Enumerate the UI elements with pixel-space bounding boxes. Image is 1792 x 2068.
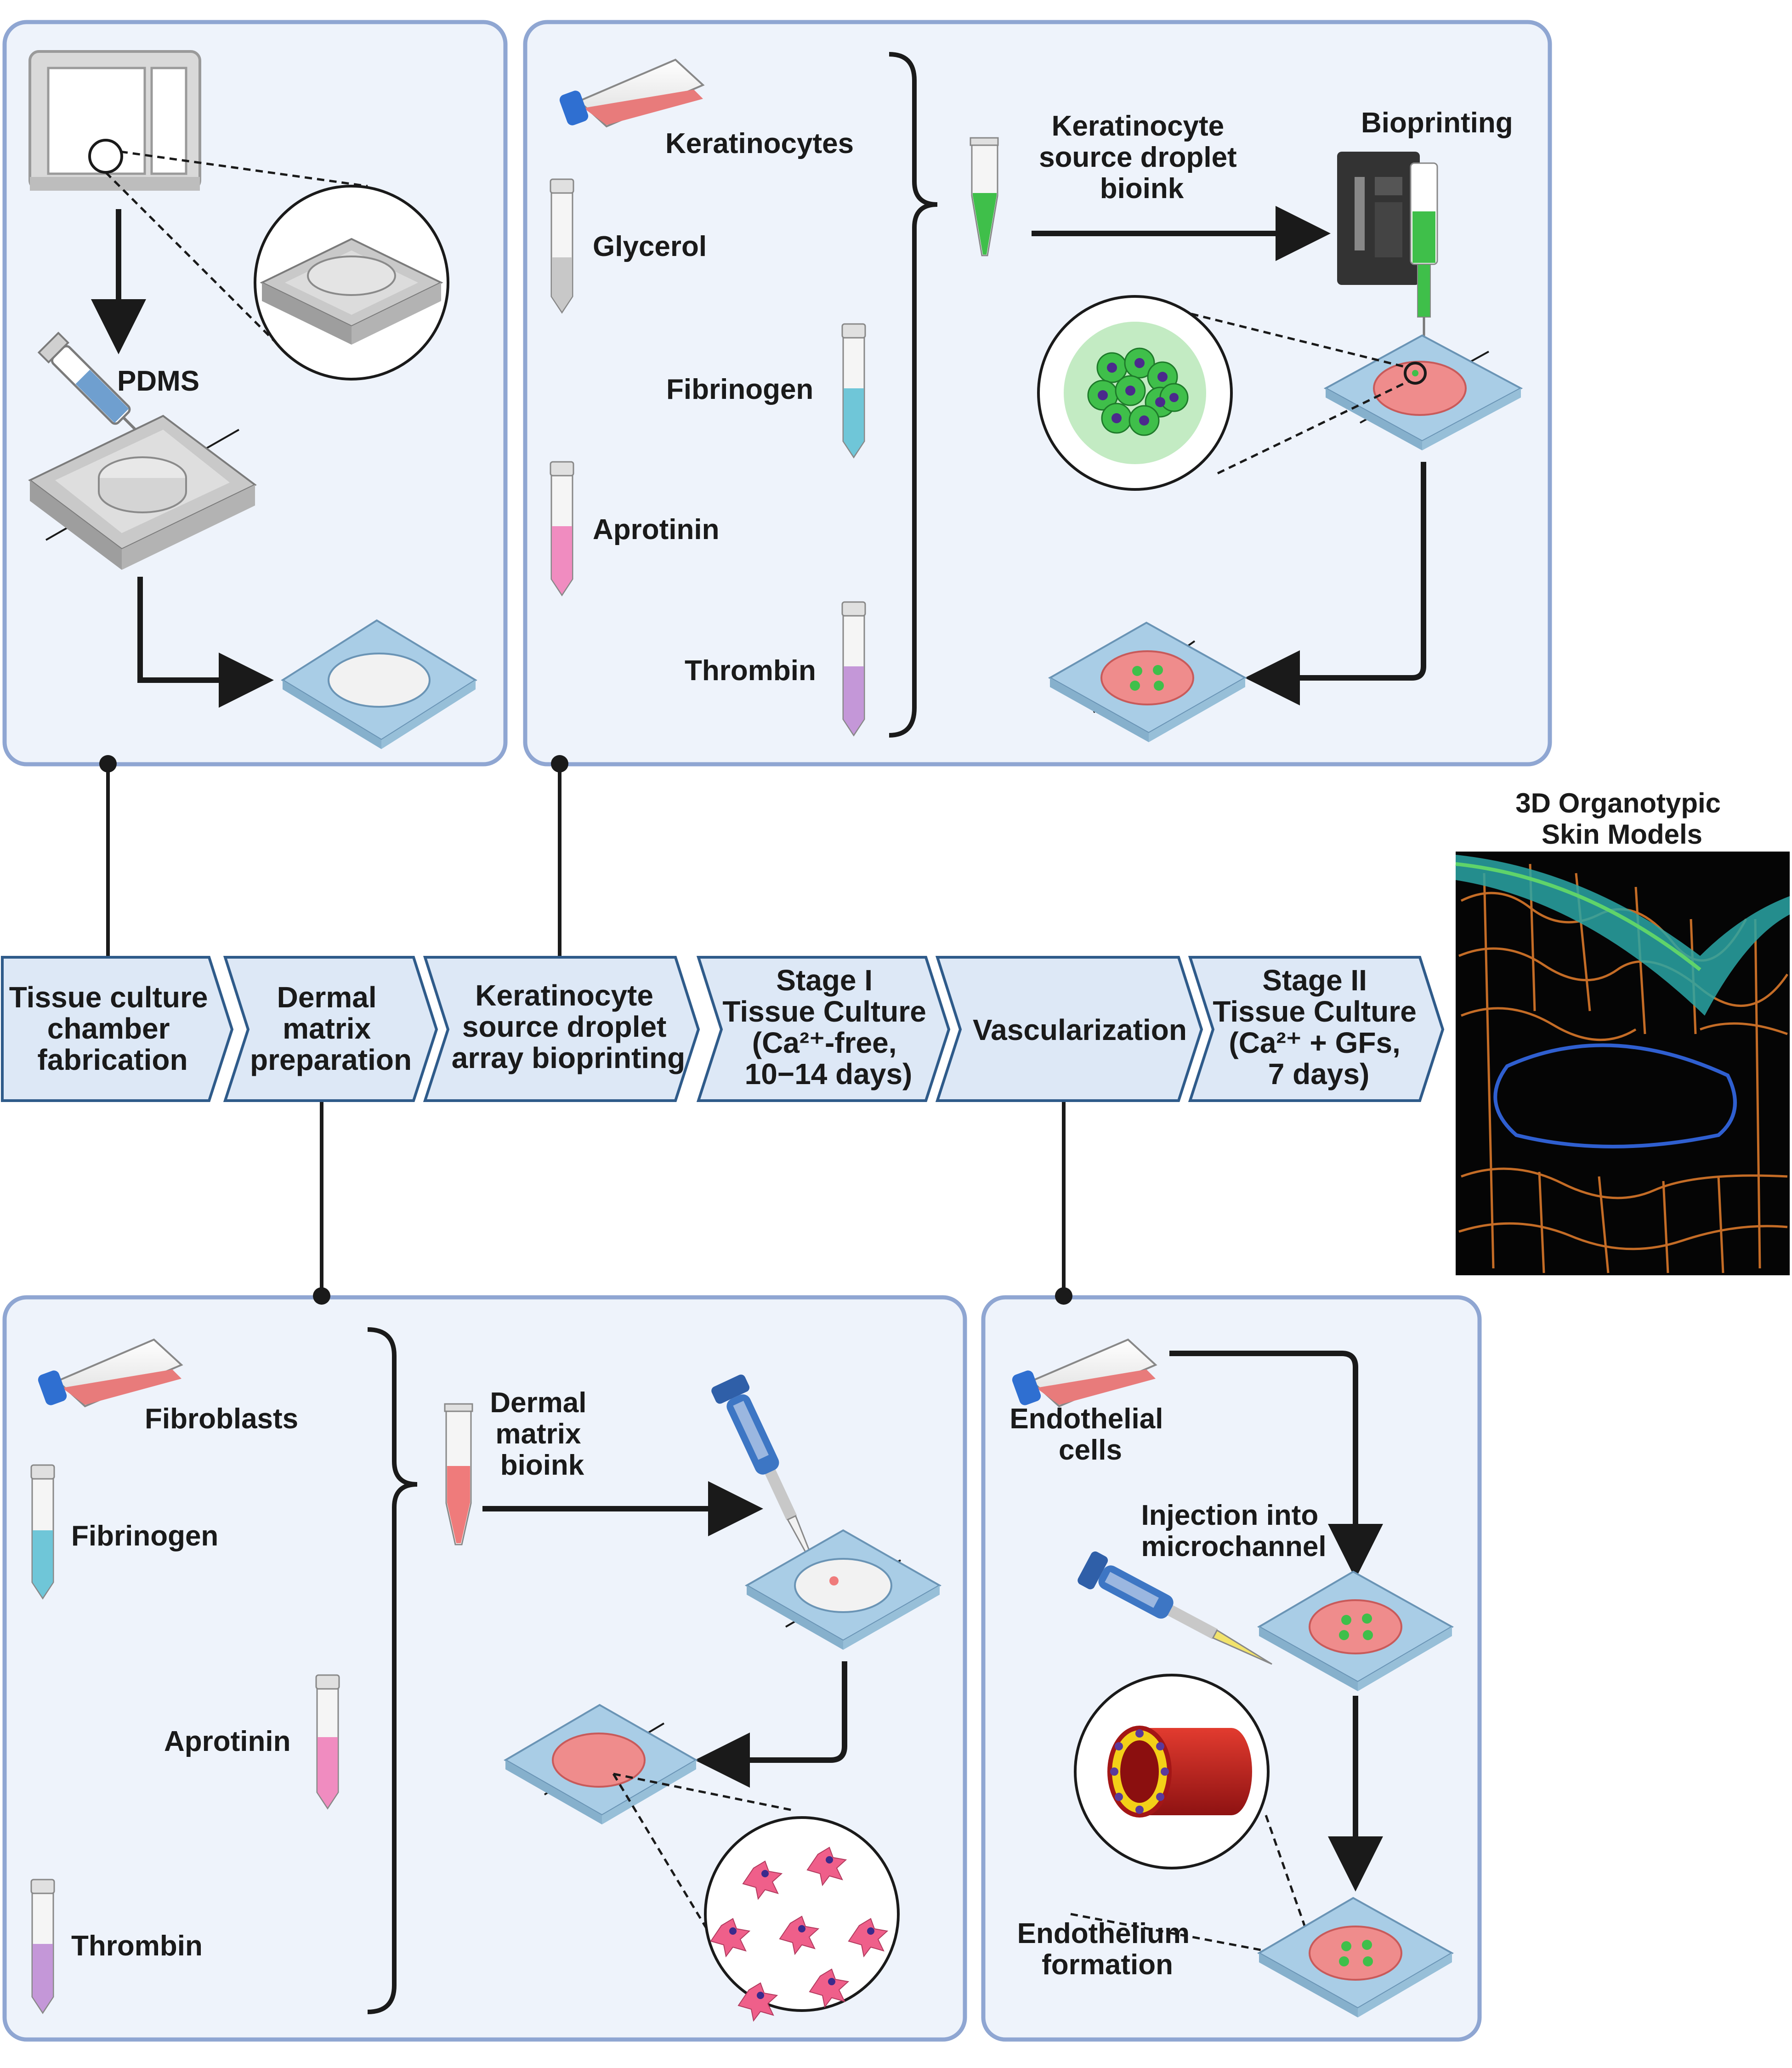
step-2-label: Dermal matrix preparation	[250, 981, 412, 1076]
bioink-line: Dermal	[490, 1387, 586, 1419]
label-line: formation	[1042, 1949, 1173, 1981]
endothelialized-dish	[1257, 1897, 1454, 2017]
step-line: Vascularization	[973, 1013, 1187, 1046]
bioink-line: bioink	[500, 1449, 584, 1481]
pdms-mold	[28, 415, 257, 570]
step-line: Stage II	[1262, 964, 1367, 997]
dermal-dish-filling	[744, 1529, 942, 1650]
bioink-tube-icon	[970, 137, 999, 256]
chamber-frame	[281, 619, 477, 749]
result-title-line: Skin Models	[1542, 819, 1702, 850]
endothelial-cells-label: Endothelial cells	[1009, 1403, 1171, 1466]
step-5-label: Vascularization	[973, 1013, 1187, 1046]
label-line: Endothelium	[1017, 1918, 1190, 1949]
step-3-chevron	[423, 956, 700, 1102]
step-line: matrix	[283, 1012, 371, 1045]
aprotinin-tube-icon	[550, 461, 574, 597]
reagent-thrombin: Thrombin	[71, 1930, 203, 1962]
vascular-dish-injection	[1257, 1570, 1454, 1691]
label-line: microchannel	[1141, 1531, 1326, 1562]
bioprinting-label: Bioprinting	[1361, 107, 1513, 139]
print-dish	[1323, 334, 1523, 450]
endothelial-flask-icon	[1012, 1338, 1157, 1408]
step-line: Tissue Culture	[722, 995, 926, 1028]
step-line: array bioprinting	[452, 1041, 686, 1074]
pdms-label: PDMS	[117, 365, 199, 397]
keratinocyte-brace	[889, 52, 938, 738]
dermal-bioink-label: Dermal matrix bioink	[490, 1387, 594, 1481]
step-line: 7 days)	[1268, 1057, 1370, 1091]
endothelium-label: Endothelium formation	[1017, 1918, 1198, 1981]
step-6-label: Stage II Tissue Culture (Ca²⁺ + GFs, 7 d…	[1213, 964, 1424, 1091]
step-6-chevron	[1188, 956, 1445, 1102]
step-3-label: Keratinocyte source droplet array biopri…	[452, 979, 686, 1074]
pipette-icon	[711, 1375, 822, 1581]
mold-zoom-circle	[254, 185, 449, 381]
bioink-line: source droplet	[1039, 142, 1237, 173]
dermal-brace	[367, 1327, 418, 2014]
reagent-fibroblasts: Fibroblasts	[145, 1403, 298, 1435]
step-line: Dermal	[277, 981, 377, 1014]
printed-droplet-dish	[1048, 621, 1248, 742]
step-1-chevron	[1, 956, 234, 1102]
reagent-glycerol: Glycerol	[593, 231, 707, 262]
reagent-fibrinogen: Fibrinogen	[666, 374, 813, 405]
thrombin-tube-icon	[841, 601, 866, 737]
aprotinin-tube-icon	[315, 1674, 340, 1810]
step-line: Tissue Culture	[1213, 995, 1416, 1028]
dermal-bioink-tube-icon	[444, 1403, 473, 1545]
injection-label: Injection into microchannel	[1141, 1500, 1326, 1562]
step-4-label: Stage I Tissue Culture (Ca²⁺-free, 10−14…	[722, 964, 934, 1091]
fibroblast-flask-icon	[38, 1338, 183, 1408]
step-1-label: Tissue culture chamber fabrication	[9, 981, 216, 1076]
step-line: Stage I	[776, 964, 873, 997]
reagent-thrombin: Thrombin	[685, 655, 816, 687]
injection-pipette-icon	[1077, 1551, 1272, 1665]
result-title: 3D Organotypic Skin Models	[1515, 788, 1728, 850]
keratinocyte-flask-icon	[559, 58, 705, 128]
step-chevrons	[1, 956, 1445, 1102]
reagent-aprotinin: Aprotinin	[593, 514, 720, 545]
bioink-line: bioink	[1100, 173, 1184, 205]
step-line: (Ca²⁺ + GFs,	[1229, 1026, 1400, 1059]
step-line: Tissue culture	[9, 981, 208, 1014]
label-line: cells	[1059, 1434, 1122, 1466]
reagent-aprotinin: Aprotinin	[164, 1726, 291, 1757]
3d-printer-icon	[28, 50, 201, 191]
dermal-matrix-dish	[504, 1704, 698, 1824]
connector-dots	[99, 755, 1072, 1305]
step-line: 10−14 days)	[745, 1057, 913, 1091]
step-line: Keratinocyte	[475, 979, 653, 1012]
label-line: Injection into	[1141, 1500, 1319, 1531]
blood-vessel-zoom-circle	[1074, 1674, 1270, 1869]
glycerol-tube-icon	[550, 178, 574, 314]
step-4-chevron	[696, 956, 951, 1102]
connector-lines	[106, 764, 1066, 1296]
reagent-fibrinogen: Fibrinogen	[71, 1520, 218, 1552]
step-line: preparation	[250, 1043, 412, 1076]
step-2-chevron	[223, 956, 438, 1102]
syringe-icon	[37, 331, 146, 440]
result-title-line: 3D Organotypic	[1515, 788, 1721, 818]
bioprinter-icon	[1337, 152, 1438, 342]
fibrinogen-tube-icon	[30, 1464, 55, 1600]
step-line: chamber	[47, 1012, 170, 1045]
bioink-line: Keratinocyte	[1052, 110, 1225, 142]
thrombin-tube-icon	[30, 1879, 55, 2014]
step-line: source droplet	[462, 1010, 667, 1043]
bioink-line: matrix	[495, 1418, 581, 1450]
fibroblast-zoom-circle	[704, 1816, 900, 2022]
keratinocyte-bioink-label: Keratinocyte source droplet bioink	[1039, 110, 1245, 205]
step-5-chevron	[935, 956, 1203, 1102]
reagent-keratinocytes: Keratinocytes	[665, 128, 854, 159]
skin-model-micrograph	[1455, 852, 1790, 1275]
label-line: Endothelial	[1009, 1403, 1163, 1435]
droplet-zoom-circle	[1037, 295, 1233, 491]
step-line: (Ca²⁺-free,	[752, 1026, 897, 1059]
fibrinogen-tube-icon	[841, 323, 866, 459]
step-line: fabrication	[37, 1043, 187, 1076]
